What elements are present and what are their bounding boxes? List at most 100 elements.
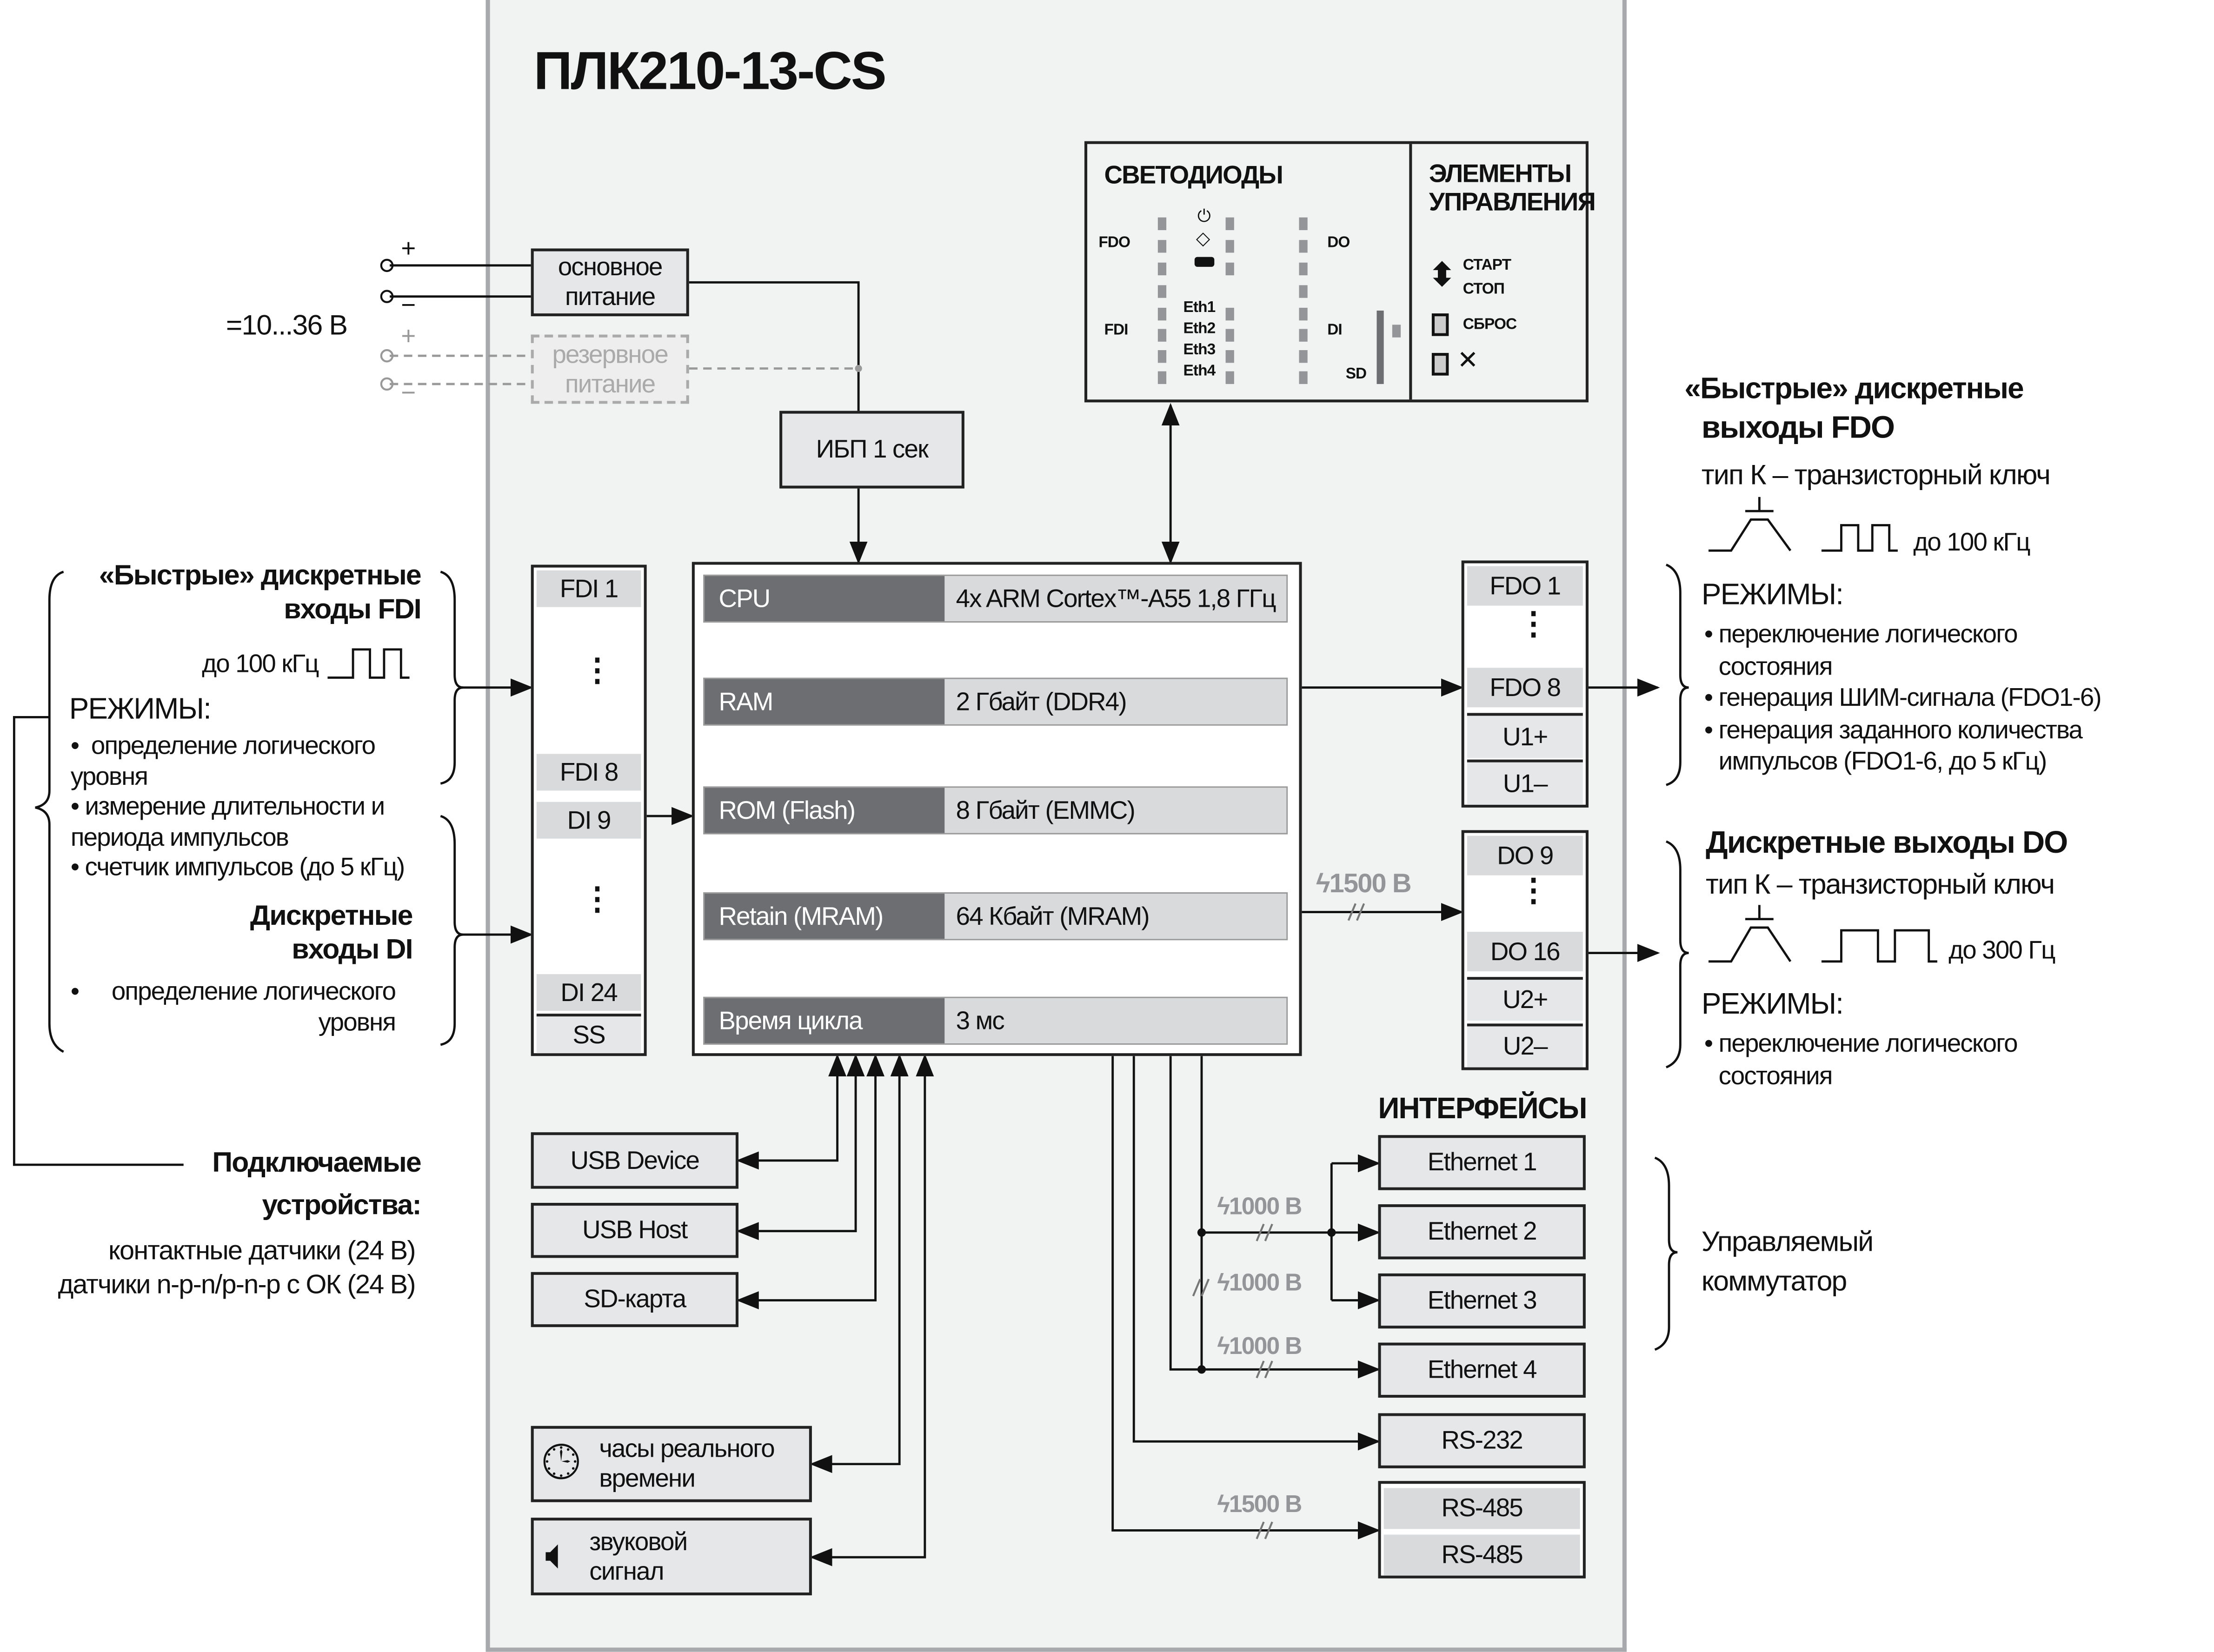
fdo-modes-title: РЕЖИМЫ: xyxy=(1701,578,1844,611)
isolation-value: 1000 В xyxy=(1229,1333,1302,1360)
led-di-label: DI xyxy=(1327,322,1343,339)
do-modes-list: • переключение логического состояния xyxy=(1704,1028,2071,1091)
controls-title: ЭЛЕМЕНТЫ УПРАВЛЕНИЯ xyxy=(1429,159,1596,216)
interfaces-title: ИНТЕРФЕЙСЫ xyxy=(1378,1093,1588,1126)
switch-note: Управляемый коммутатор xyxy=(1701,1227,1874,1298)
clock-icon: 🕒︎ xyxy=(542,1436,580,1490)
eth-isolation-label: ϟ1000 В xyxy=(1217,1193,1302,1221)
sd-card-box: SD-карта xyxy=(531,1272,739,1327)
led-sd-label: SD xyxy=(1345,365,1367,383)
fdi-title-1: «Быстрые» дискретные xyxy=(99,560,422,592)
do-16-cell: DO 16 xyxy=(1467,932,1583,972)
isolation-value: 1000 В xyxy=(1229,1193,1302,1220)
led-indicator xyxy=(1299,307,1308,321)
mode-item: • счетчик импульсов (до 5 кГц) xyxy=(70,853,406,882)
led-indicator xyxy=(1157,262,1167,276)
ups-box: ИБП 1 сек xyxy=(779,411,964,489)
start-stop-switch-icon[interactable]: ⬍ xyxy=(1429,257,1455,292)
row-value: 8 Гбайт (EMMC) xyxy=(944,788,1287,833)
rtc-label: часы реального времени xyxy=(599,1434,775,1493)
led-fdi-label: FDI xyxy=(1104,322,1128,339)
led-indicator xyxy=(1299,240,1308,253)
di-dots: ⋮ xyxy=(581,881,613,916)
u1-plus-cell: U1+ xyxy=(1467,716,1583,758)
row-key: RAM xyxy=(705,679,945,724)
mode-item: • генерация заданного количества импульс… xyxy=(1704,714,2213,777)
mode-text: счетчик импульсов (до 5 кГц) xyxy=(85,853,406,882)
ethernet-1-box: Ethernet 1 xyxy=(1378,1135,1586,1190)
rs485-2-cell: RS-485 xyxy=(1383,1534,1580,1576)
led-eth3-label: Eth3 xyxy=(1183,341,1216,359)
row-key: CPU xyxy=(705,576,945,622)
fdi-modes-title: РЕЖИМЫ: xyxy=(69,693,212,726)
device-item: контактные датчики (24 В) xyxy=(108,1236,416,1267)
led-indicator xyxy=(1225,350,1234,363)
led-indicator xyxy=(1299,262,1308,276)
mode-text: определение логического уровня xyxy=(70,731,376,790)
led-indicator xyxy=(1225,329,1234,342)
led-indicator xyxy=(1299,350,1308,363)
led-eth4-label: Eth4 xyxy=(1183,363,1216,380)
led-indicator xyxy=(1225,371,1234,384)
battery-icon xyxy=(1194,257,1215,267)
led-indicator xyxy=(1157,350,1167,363)
lightning-icon: ϟ xyxy=(1217,1491,1230,1518)
speaker-icon: 🔈︎ xyxy=(545,1532,571,1579)
rs232-box: RS-232 xyxy=(1378,1413,1586,1468)
run-icon: ◇ xyxy=(1196,227,1210,249)
led-indicator xyxy=(1299,285,1308,298)
u1-divider xyxy=(1467,759,1583,763)
mode-item: • определение логического уровня xyxy=(70,731,376,790)
row-value: 4x ARM Cortex™-A55 1,8 ГГц xyxy=(944,576,1287,622)
fdo-8-cell: FDO 8 xyxy=(1467,668,1583,708)
reserve-power-box: резервное питание xyxy=(531,334,689,404)
led-indicator xyxy=(1225,307,1234,321)
ethernet-2-box: Ethernet 2 xyxy=(1378,1204,1586,1260)
reset-button-icon[interactable] xyxy=(1431,313,1449,336)
led-indicator xyxy=(1225,217,1234,230)
fdi-1-cell: FDI 1 xyxy=(536,570,641,607)
led-panel: СВЕТОДИОДЫ ЭЛЕМЕНТЫ УПРАВЛЕНИЯ FDO FDI D… xyxy=(1084,141,1596,403)
mode-text: измерение длительности и периода импульс… xyxy=(70,792,385,851)
led-indicator xyxy=(1157,240,1167,253)
di-24-cell: DI 24 xyxy=(536,974,641,1011)
mode-item: • переключение логического состояния xyxy=(1704,1028,2071,1091)
do-title: Дискретные выходы DO xyxy=(1705,824,2068,860)
di-modes-list: •определение логического уровня xyxy=(71,977,396,1038)
do-dots: ⋮ xyxy=(1518,872,1549,908)
mode-item: • генерация ШИМ-сигнала (FDO1-6) xyxy=(1704,683,2102,712)
reserve-minus-sign: − xyxy=(401,378,416,407)
lightning-icon: ϟ xyxy=(1217,1269,1230,1296)
led-eth1-label: Eth1 xyxy=(1183,299,1216,317)
service-button-icon[interactable] xyxy=(1431,353,1449,376)
led-indicator xyxy=(1299,329,1308,342)
u2-divider xyxy=(1467,977,1583,980)
do-column: DO 9 ⋮ DO 16 U2+ U2– xyxy=(1461,830,1589,1070)
device-title: ПЛК210-13-CS xyxy=(533,42,887,102)
reserve-plus-sign: + xyxy=(401,322,416,351)
devices-title-2: устройства: xyxy=(262,1190,422,1221)
do-9-cell: DO 9 xyxy=(1467,836,1583,876)
plus-sign: + xyxy=(401,234,416,263)
u2-plus-cell: U2+ xyxy=(1467,980,1583,1021)
lightning-icon: ϟ xyxy=(1316,869,1330,900)
fdo-freq: до 100 кГц xyxy=(1913,528,2030,557)
ss-cell: SS xyxy=(536,1016,641,1054)
mode-item: • переключение логического состояния xyxy=(1704,618,2213,682)
mode-item: • измерение длительности и периода импул… xyxy=(70,792,385,851)
led-indicator xyxy=(1225,240,1234,253)
u1-divider xyxy=(1467,713,1583,716)
rs485-1-cell: RS-485 xyxy=(1383,1488,1580,1529)
do-modes-title: РЕЖИМЫ: xyxy=(1701,988,1844,1021)
panel-divider xyxy=(1409,144,1412,400)
device-item: датчики n-p-n/p-n-p с ОК (24 В) xyxy=(58,1270,416,1300)
ethernet-3-box: Ethernet 3 xyxy=(1378,1273,1586,1329)
eth-isolation-label: ϟ1000 В xyxy=(1217,1269,1302,1297)
u2-divider xyxy=(1467,1023,1583,1027)
power-icon: ⏻ xyxy=(1197,206,1211,226)
do-isolation-label: ϟ1500 В xyxy=(1316,869,1412,900)
do-type: тип К – транзисторный ключ xyxy=(1705,869,2055,901)
